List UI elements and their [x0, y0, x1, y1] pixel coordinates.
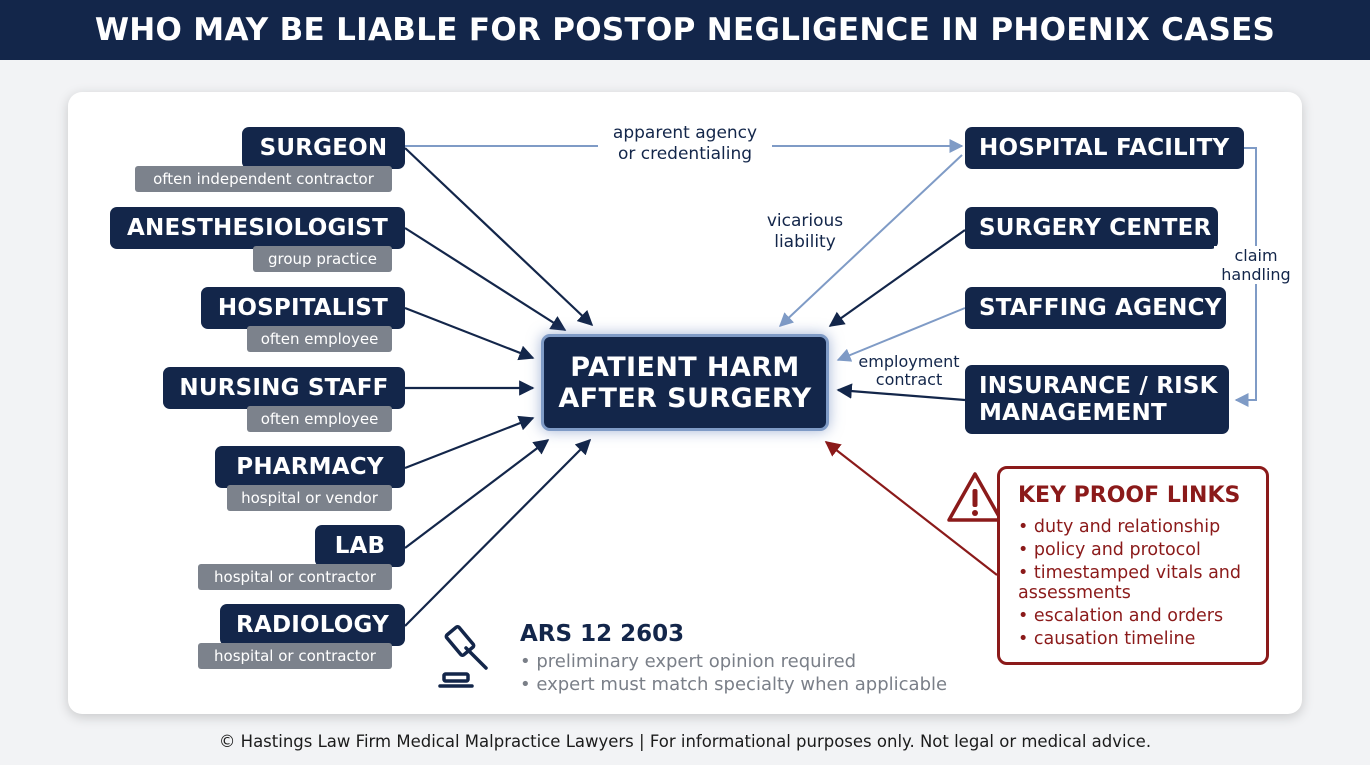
center-node-patient-harm: PATIENT HARM AFTER SURGERY [541, 334, 829, 431]
proof-item: duty and relationship [1018, 517, 1258, 537]
statute-item: expert must match specialty when applica… [520, 673, 947, 696]
proof-item: causation timeline [1018, 629, 1258, 649]
node-anesthesiologist: ANESTHESIOLOGIST [110, 207, 405, 249]
label-employment-contract: employment contract [858, 352, 960, 389]
node-hospitalist: HOSPITALIST [201, 287, 405, 329]
tag-hospitalist: often employee [247, 326, 392, 352]
proof-item: escalation and orders [1018, 606, 1258, 626]
tag-nursing-staff: often employee [247, 406, 392, 432]
center-line1: PATIENT HARM [570, 351, 800, 383]
node-lab: LAB [315, 525, 405, 567]
proof-title: KEY PROOF LINKS [1018, 483, 1241, 508]
proof-item: policy and protocol [1018, 540, 1258, 560]
tag-lab: hospital or contractor [198, 564, 392, 590]
statute-list: preliminary expert opinion required expe… [520, 650, 947, 696]
proof-list: duty and relationship policy and protoco… [1018, 517, 1258, 652]
statute-item: preliminary expert opinion required [520, 650, 947, 673]
node-hospital-facility: HOSPITAL FACILITY [965, 127, 1244, 169]
proof-item: timestamped vitals and assessments [1018, 563, 1258, 603]
node-staffing-agency: STAFFING AGENCY [965, 287, 1226, 329]
label-apparent-agency: apparent agency or credentialing [598, 123, 772, 165]
page-title: WHO MAY BE LIABLE FOR POSTOP NEGLIGENCE … [0, 0, 1370, 60]
tag-radiology: hospital or contractor [198, 643, 392, 669]
key-proof-links-box: KEY PROOF LINKS duty and relationship po… [997, 466, 1269, 665]
tag-anesthesiologist: group practice [253, 246, 392, 272]
node-insurance-risk: INSURANCE / RISK MANAGEMENT [965, 365, 1229, 434]
label-claim-handling: claim handling [1214, 246, 1298, 284]
node-nursing-staff: NURSING STAFF [163, 367, 405, 409]
node-pharmacy: PHARMACY [215, 446, 405, 488]
warning-icon [947, 472, 1003, 522]
node-surgeon: SURGEON [242, 127, 405, 169]
label-vicarious-liability: vicarious liability [766, 211, 844, 252]
footer-disclaimer: © Hastings Law Firm Medical Malpractice … [218, 732, 1152, 751]
node-radiology: RADIOLOGY [220, 604, 405, 646]
tag-pharmacy: hospital or vendor [227, 485, 392, 511]
tag-surgeon: often independent contractor [135, 166, 392, 192]
statute-title: ARS 12 2603 [520, 621, 685, 647]
insurance-line2: MANAGEMENT [979, 399, 1167, 426]
gavel-icon [438, 624, 488, 688]
insurance-line1: INSURANCE / RISK [979, 372, 1218, 399]
center-line2: AFTER SURGERY [558, 382, 812, 414]
node-surgery-center: SURGERY CENTER [965, 207, 1218, 249]
